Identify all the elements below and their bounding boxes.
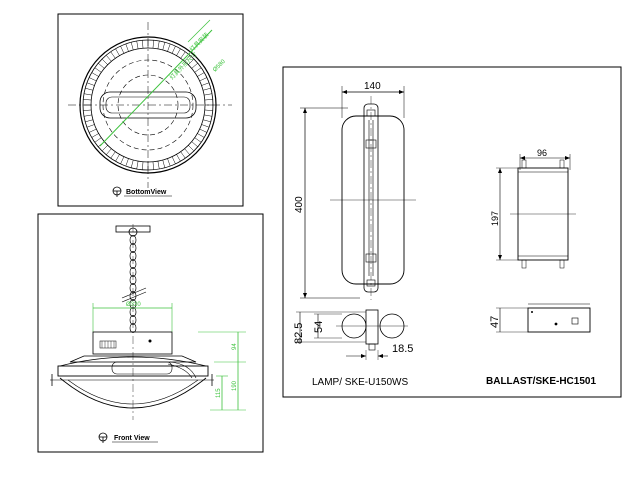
front-green-dimension: Ø320	[126, 302, 141, 308]
component-panel: 140 400	[282, 66, 622, 398]
lamp-drawing: 140 400	[293, 81, 416, 388]
ballast-dim-height: 197	[490, 211, 500, 226]
ballast-dim-depth: 47	[489, 316, 501, 328]
front-view-panel: Ø320 94 190 115	[37, 213, 264, 453]
bottom-view-label: BottomView	[126, 189, 167, 196]
ballast-title: BALLAST/SKE-HC1501	[486, 376, 596, 387]
lamp-dim-pin: 18.5	[392, 343, 413, 355]
lamp-dim-height: 400	[294, 196, 305, 213]
bottom-green-note-2: 灯具安装	[188, 31, 211, 54]
ballast-dim-width: 96	[537, 148, 547, 158]
lamp-dim-base-inner: 54	[313, 321, 325, 333]
bottom-green-dimension: Ø580	[212, 58, 227, 73]
front-dim-190: 190	[232, 380, 238, 391]
ballast-drawing: 96 197 47	[486, 148, 596, 387]
front-dim-115: 115	[216, 388, 222, 398]
lamp-title: LAMP/ SKE-U150WS	[312, 377, 408, 388]
bottom-view-panel: 灯具外形尺寸 灯具安装 Ø580 BottomView	[57, 13, 244, 207]
lamp-dim-width: 140	[364, 81, 381, 92]
front-view-label: Front View	[114, 435, 150, 442]
front-dim-94: 94	[232, 343, 238, 350]
lamp-dim-base-outer: 82.5	[293, 323, 305, 344]
